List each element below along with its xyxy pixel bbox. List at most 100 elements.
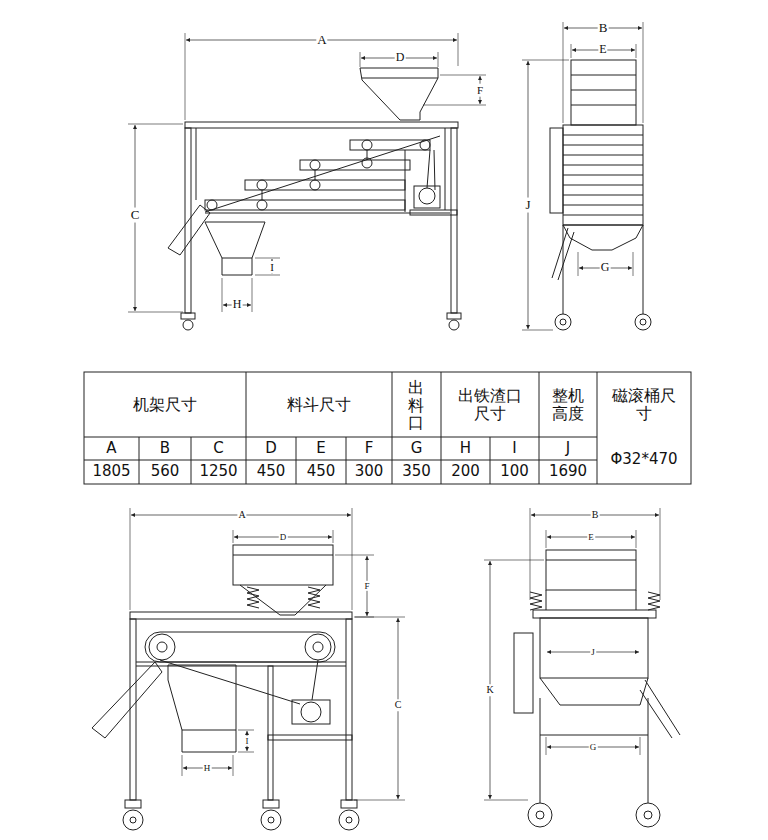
front-view-upper	[128, 33, 486, 330]
side-view-lower-part	[484, 800, 528, 801]
front-view-upper-part	[196, 128, 197, 200]
dimension-letter: F	[363, 581, 370, 591]
dimension-letter: H	[232, 298, 243, 312]
side-view-upper-part	[563, 225, 643, 250]
front-view-lower-part	[233, 555, 333, 556]
dimension-letter: G	[600, 261, 611, 275]
front-view-upper-part	[405, 150, 406, 212]
front-view-upper-part	[222, 278, 223, 312]
front-view-upper-part	[310, 160, 320, 170]
front-view-upper-part	[222, 258, 252, 259]
front-view-lower-part	[352, 508, 353, 610]
side-view-upper-part	[563, 195, 643, 196]
spec-table-part	[84, 460, 597, 461]
side-view-lower-part	[546, 560, 636, 561]
table-cell: E	[315, 440, 326, 457]
front-view-lower-part	[301, 702, 321, 722]
front-view-lower-part	[333, 530, 334, 543]
front-view-lower-part	[145, 632, 335, 662]
front-view-upper-part	[257, 200, 267, 210]
front-view-lower-part	[233, 530, 234, 543]
front-view-lower-part	[354, 617, 405, 618]
spec-table-part	[346, 437, 347, 484]
table-cell: 100	[499, 463, 530, 480]
front-view-upper-part	[128, 124, 183, 125]
side-view-lower-part	[648, 698, 649, 803]
side-view-lower-part	[546, 590, 547, 610]
front-view-upper-part	[128, 312, 183, 313]
front-view-lower-part	[182, 730, 236, 731]
front-view-lower-part	[339, 810, 359, 830]
spec-table-part	[539, 372, 540, 484]
side-view-upper-part	[563, 135, 643, 136]
dimension-letter: J	[590, 647, 596, 657]
side-view-upper-part	[563, 145, 643, 146]
dimension-letter: A	[237, 509, 246, 521]
side-view-upper-part	[563, 175, 643, 176]
front-view-upper-part	[414, 186, 440, 208]
side-view-upper-part	[522, 330, 553, 331]
side-view-upper-part	[563, 125, 643, 225]
side-view-lower-part	[540, 698, 541, 803]
side-view-upper-part	[635, 314, 651, 330]
front-view-lower	[92, 508, 405, 830]
front-view-upper-part	[362, 78, 438, 79]
side-view-lower-part	[546, 530, 547, 548]
table-cell: I	[511, 440, 517, 457]
side-view-upper-part	[522, 60, 569, 61]
side-view-upper-part	[636, 44, 637, 58]
table-cell: 1805	[91, 463, 131, 480]
dimension-letter: D	[395, 51, 406, 65]
dimension-letter: B	[591, 509, 600, 521]
side-view-upper-part	[571, 44, 572, 58]
table-cell: 1250	[198, 463, 238, 480]
side-view-lower-part	[530, 508, 531, 600]
side-view-upper-part	[640, 319, 646, 325]
front-view-lower-part	[130, 508, 131, 610]
front-view-upper-part	[181, 313, 195, 319]
dimension-letter: D	[279, 532, 288, 542]
front-view-lower-part	[130, 619, 136, 800]
table-header: 机架尺寸	[132, 396, 198, 414]
side-view-lower	[484, 508, 680, 827]
table-cell: A	[105, 440, 117, 457]
side-view-lower-part	[645, 680, 680, 735]
side-view-lower-part	[644, 811, 652, 819]
front-view-lower-part	[346, 619, 352, 800]
front-view-lower-part	[157, 642, 167, 652]
side-view-lower-part	[640, 690, 672, 738]
dimension-letter: C	[394, 699, 403, 711]
front-view-lower-part	[312, 660, 318, 700]
front-view-lower-part	[305, 634, 331, 660]
table-header: 整机高度	[549, 387, 587, 424]
side-view-upper-part	[563, 155, 643, 156]
table-cell: B	[159, 440, 171, 457]
front-view-upper-part	[350, 140, 430, 150]
front-view-upper-part	[362, 140, 372, 150]
spec-table-part	[139, 437, 140, 484]
front-view-lower-part	[247, 587, 259, 608]
front-view-lower-part	[261, 810, 281, 830]
table-header: 磁滚桶尺寸	[608, 387, 680, 424]
front-view-upper-part	[434, 150, 435, 190]
front-view-upper-part	[185, 33, 186, 120]
dimension-letter: H	[203, 763, 212, 773]
front-view-upper-part	[257, 180, 267, 190]
spec-table-part	[84, 372, 691, 484]
front-view-lower-part	[130, 817, 136, 823]
front-view-upper-part	[300, 160, 410, 170]
front-view-lower-part	[233, 755, 234, 776]
front-view-upper-part	[252, 278, 253, 312]
table-header: 出料口	[407, 379, 425, 432]
side-view-upper	[522, 22, 651, 330]
side-view-upper-part	[563, 205, 643, 206]
front-view-upper-part	[423, 105, 486, 106]
table-cell: 450	[306, 463, 337, 480]
side-view-lower-part	[484, 560, 544, 561]
front-view-upper-part	[183, 320, 193, 330]
front-view-upper-part	[205, 200, 405, 210]
table-header: 出铁渣口尺寸	[454, 387, 526, 424]
front-view-upper-part	[255, 275, 280, 276]
side-view-upper-part	[571, 60, 636, 125]
front-view-upper-part	[458, 33, 459, 66]
